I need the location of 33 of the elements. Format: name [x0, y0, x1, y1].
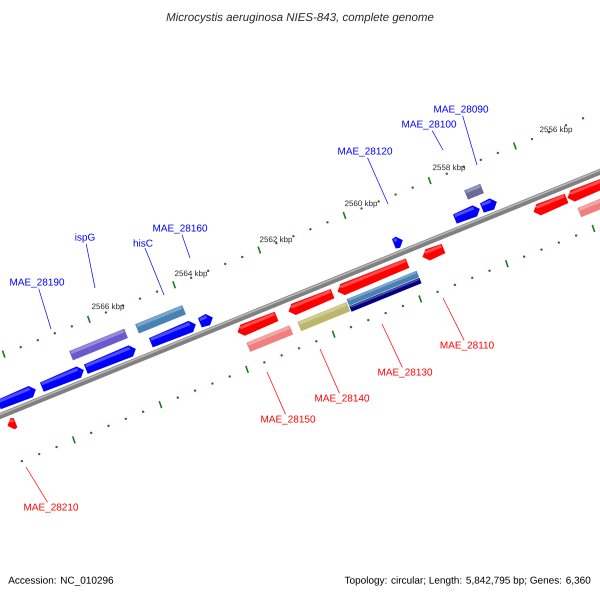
gene-label: MAE_28090 — [434, 106, 488, 114]
gene-label: MAE_28190 — [10, 278, 64, 288]
scale-label: 2558 kbp — [432, 164, 466, 172]
scale-label: 2556 kbp — [540, 126, 572, 134]
leader-line — [86, 244, 96, 288]
scale-label: 2560 kbp — [344, 200, 378, 208]
gene-label: ispG — [75, 233, 95, 243]
genome-stats-text: Topology: circular; Length: 5,842,795 bp; Genes: 6,360 — [344, 576, 590, 586]
gene-label: MAE_28150 — [261, 416, 316, 424]
leader-line — [442, 298, 465, 341]
leader-line — [320, 348, 340, 394]
scale-label: 2566 kbp — [92, 303, 124, 311]
scale-label: 2562 kbp — [260, 236, 292, 244]
gene-label: MAE_28120 — [338, 148, 392, 156]
leader-line — [432, 130, 444, 150]
leader-line — [182, 234, 190, 258]
gene-label: MAE_28100 — [402, 120, 456, 130]
title: Microcystis aeruginosa NIES-843, complete genome — [166, 12, 434, 24]
leader-line — [38, 288, 52, 330]
leader-line — [382, 324, 403, 368]
scale-label: 2564 kbp — [174, 270, 208, 278]
gene-label: hisC — [134, 239, 153, 247]
leader-line — [462, 115, 478, 166]
gene-label: MAE_28160 — [153, 224, 208, 234]
leader-line — [367, 157, 388, 204]
leader-line — [266, 372, 286, 415]
gene-label: MAE_28210 — [24, 504, 78, 512]
leader-line — [144, 248, 164, 296]
accession-text: Accession: NC_010296 — [8, 576, 114, 586]
leader-line — [26, 466, 48, 503]
gene-label: MAE_28140 — [315, 394, 370, 404]
gene-label: MAE_28130 — [378, 368, 432, 378]
gene-label: MAE_28110 — [440, 342, 494, 350]
